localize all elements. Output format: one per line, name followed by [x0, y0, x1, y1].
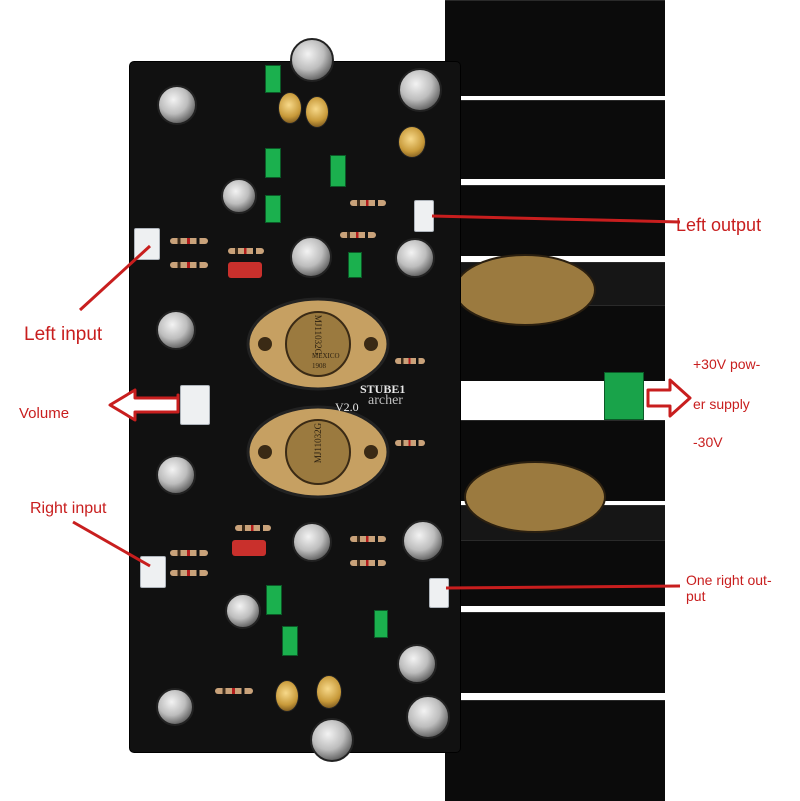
right-output-pointer [445, 584, 681, 590]
right-input-pointer [72, 520, 151, 568]
right-input-label: Right input [30, 500, 107, 517]
right-output-label-line1: One right out- [686, 572, 772, 588]
transistor-origin: MEXICO [312, 352, 340, 360]
power-terminal-block [604, 372, 644, 420]
power-label-line2: er supply [693, 396, 750, 412]
board-version: V2.0 [335, 400, 359, 414]
right-output-connector [429, 578, 449, 608]
right-input-connector [140, 556, 166, 588]
left-input-label: Left input [24, 324, 103, 345]
power-label-line3: -30V [693, 434, 723, 450]
power-supply-arrow [646, 378, 692, 418]
volume-arrow [108, 388, 180, 422]
left-output-label: Left output [676, 215, 762, 235]
transistor-code: 1908 [312, 362, 326, 370]
transistor-code-label: 1908 [312, 362, 326, 370]
transistor-origin-label: MEXICO [312, 352, 340, 360]
watermark: archer [368, 393, 403, 408]
board-name: STUBE1 [360, 382, 406, 396]
power-label-line1: +30V pow- [693, 356, 761, 372]
left-input-pointer [78, 244, 152, 312]
volume-label: Volume [19, 405, 70, 422]
volume-connector [180, 385, 210, 425]
right-output-label-line2: put [686, 588, 706, 604]
left-output-pointer [431, 214, 681, 224]
